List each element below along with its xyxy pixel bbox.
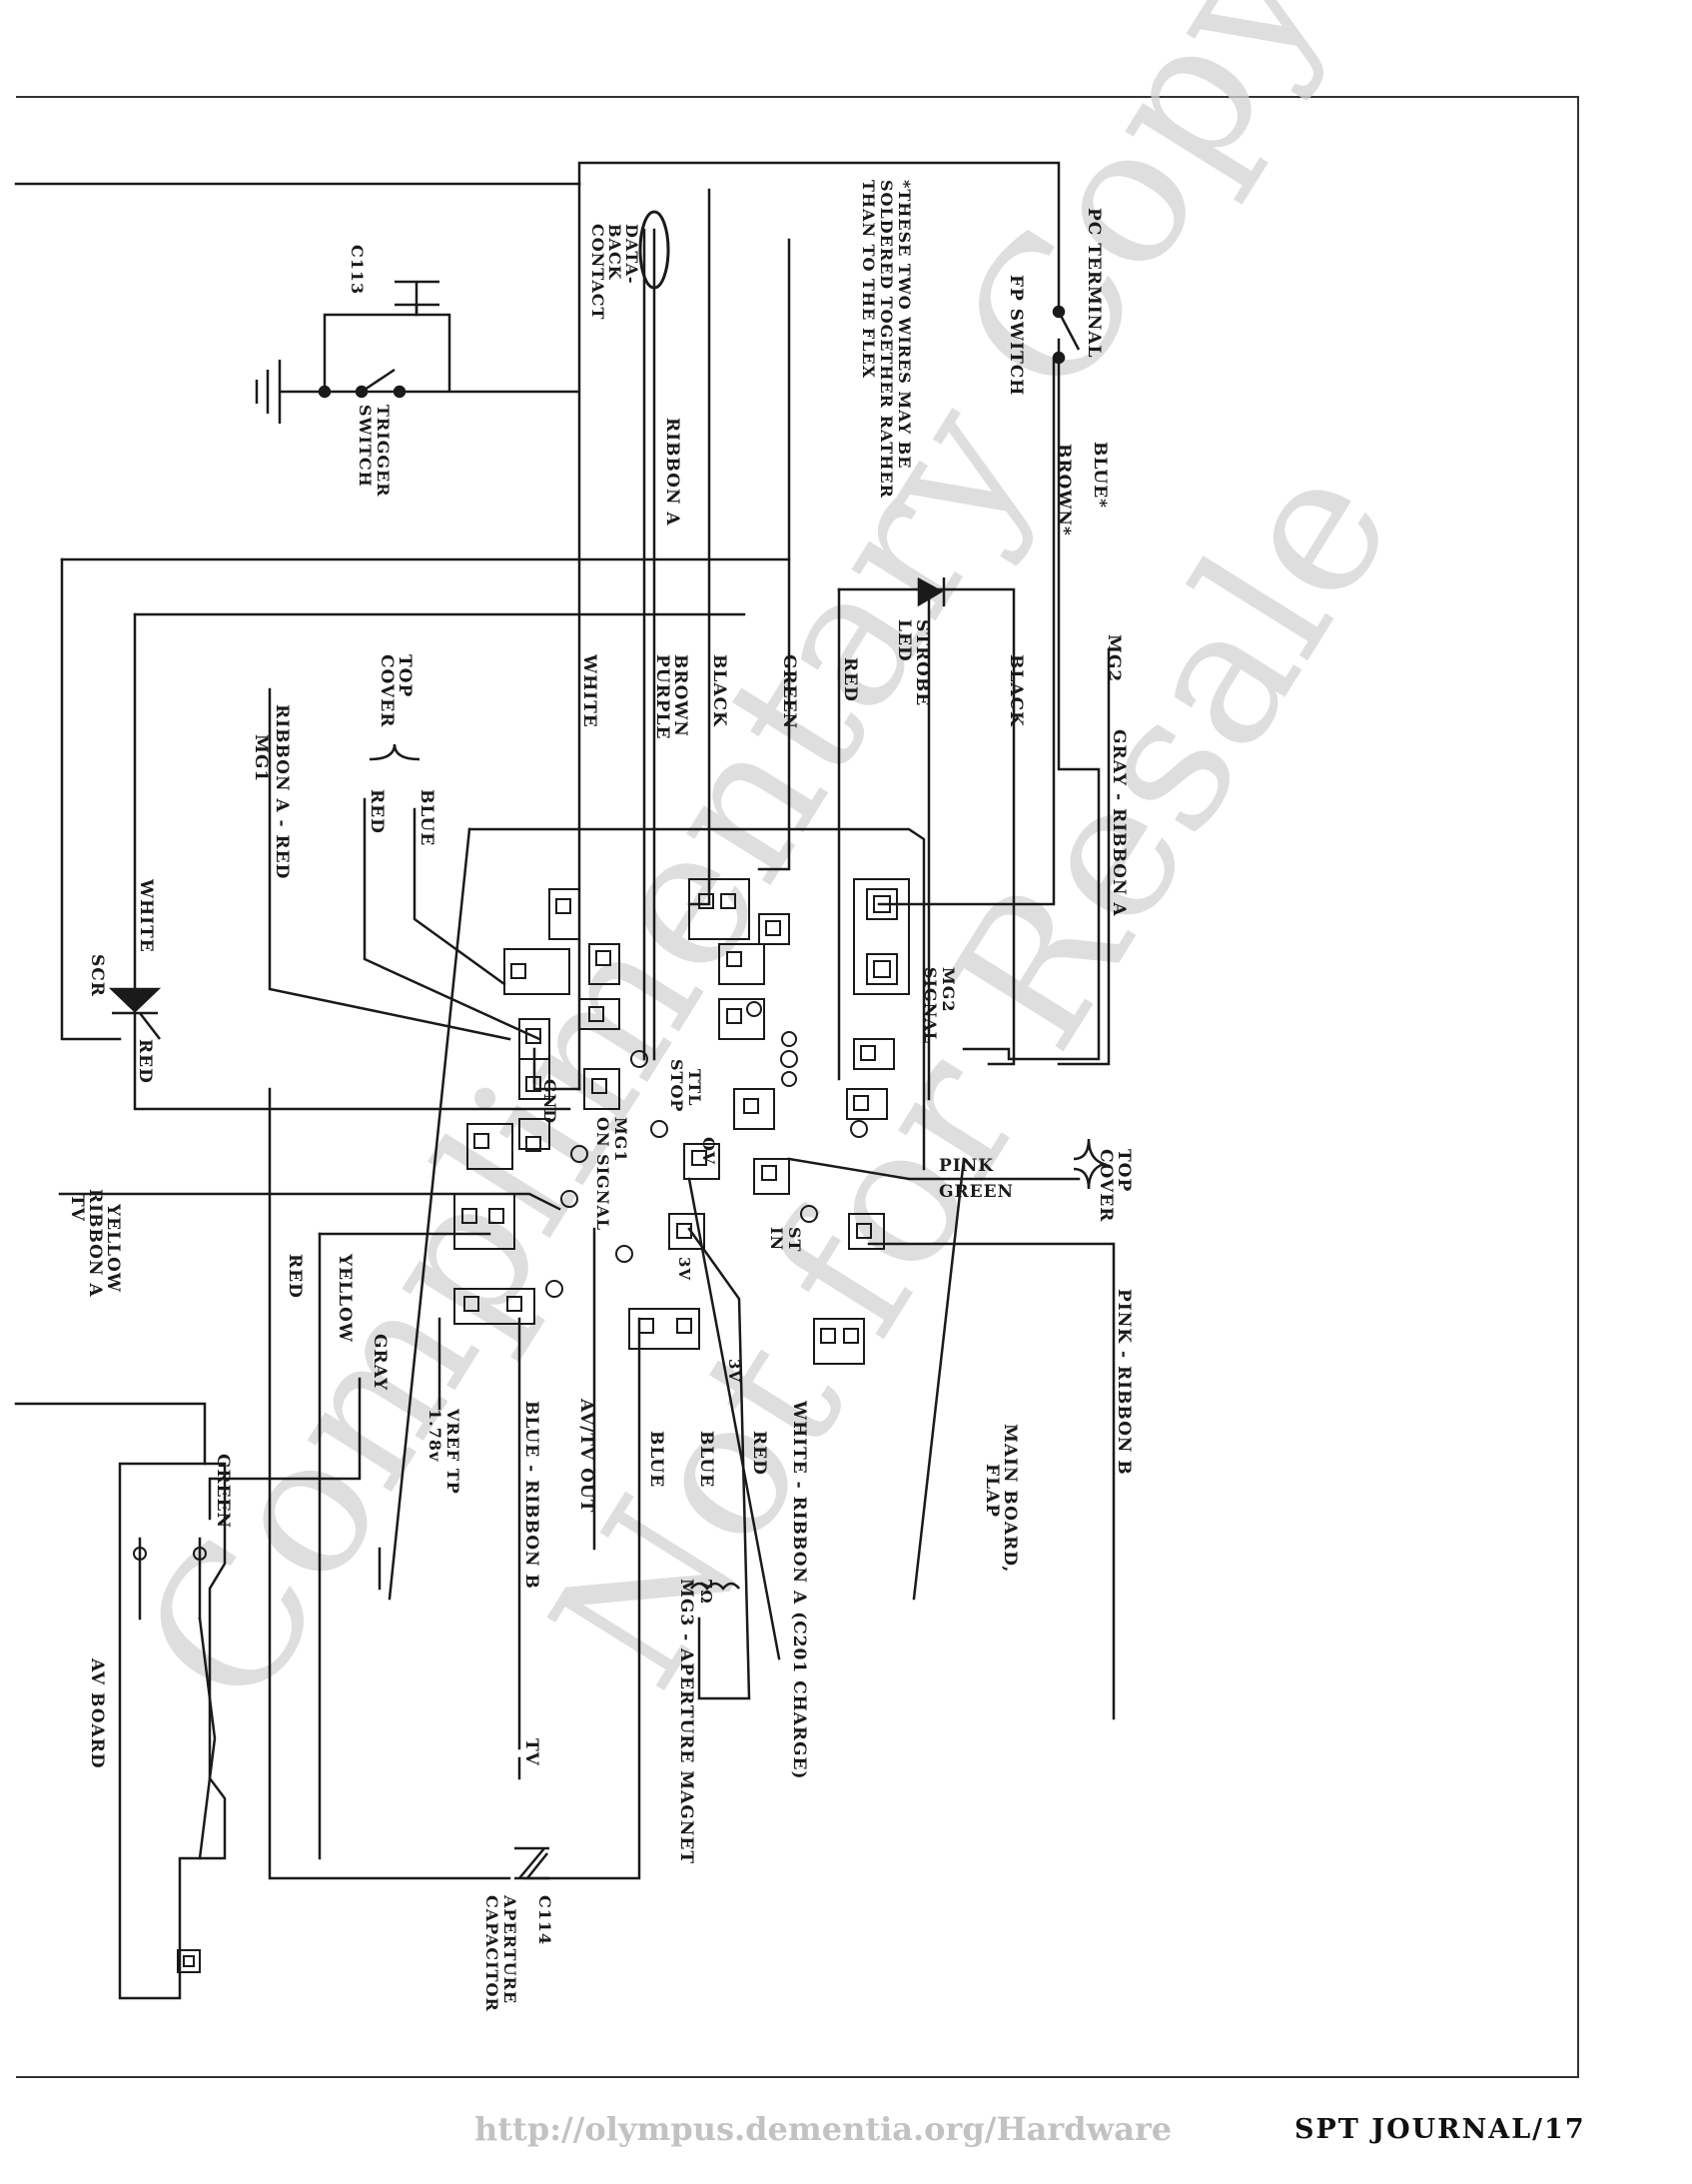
label-vref-2: 1.78v: [425, 1409, 444, 1462]
label-red-2: RED: [367, 789, 387, 834]
label-red-1: RED: [840, 657, 860, 702]
label-tv-1: TV: [67, 1194, 87, 1222]
label-white-ribbon-a: WHITE - RIBBON A (C201 CHARGE): [789, 1400, 809, 1780]
label-purple: PURPLE: [652, 654, 672, 739]
label-3v-b: 3V: [725, 1359, 743, 1383]
label-top-cover-1: TOP: [395, 654, 415, 697]
label-mg1-on-2: ON SIGNAL: [593, 1117, 612, 1231]
label-note-2: SOLDERED TOGETHER RATHER: [877, 180, 896, 499]
label-blue-star: BLUE*: [1090, 442, 1110, 509]
label-ttl-1: TTL: [685, 1069, 704, 1107]
label-vref-1: VREF TP: [443, 1408, 462, 1495]
label-yellow-2: YELLOW: [335, 1253, 355, 1343]
label-mg2-signal-1: MG2: [939, 967, 958, 1013]
fp-switch: [1052, 305, 1081, 365]
label-mg2: MG2: [1104, 634, 1124, 682]
board-vias: [133, 1001, 868, 1561]
label-data-back-3: CONTACT: [588, 224, 607, 320]
label-red-5: RED: [749, 1431, 769, 1476]
footer-journal-page: SPT JOURNAL/17: [1294, 2114, 1586, 2145]
label-c114: C114: [535, 1895, 554, 1945]
label-pc-terminal: PC TERMINAL: [1084, 208, 1104, 358]
label-pink: PINK: [939, 1156, 994, 1176]
label-brown: BROWN: [670, 654, 690, 737]
brace-left: [369, 743, 421, 761]
wires: [14, 161, 1116, 2000]
label-green-3: GREEN: [213, 1454, 233, 1529]
label-note-1: *THESE TWO WIRES MAY BE: [895, 180, 914, 469]
trigger-switch: [255, 360, 407, 424]
label-white-1: WHITE: [579, 653, 599, 728]
label-blue-2: BLUE: [646, 1431, 666, 1488]
label-black-1: BLACK: [1006, 654, 1026, 727]
label-pink-ribbon-b: PINK - RIBBON B: [1114, 1289, 1134, 1476]
label-yellow-1: YELLOW: [103, 1203, 123, 1293]
label-ribbon-a-2: RIBBON A: [85, 1189, 105, 1298]
capacitor-c113: [323, 280, 579, 394]
label-ribbon-a: RIBBON A: [662, 418, 682, 527]
label-mg3: MG3 - APERTURE MAGNET: [676, 1579, 696, 1864]
scr-diode: [108, 987, 162, 1040]
label-blue-1: BLUE: [417, 789, 436, 846]
label-red-3: RED: [135, 1039, 155, 1084]
label-trigger-2: SWITCH: [356, 405, 375, 488]
label-ohm: 7Ω: [697, 1579, 715, 1605]
label-strobe-2: LED: [894, 619, 914, 662]
label-ov: OV: [699, 1137, 718, 1165]
label-gray-ribbon-a: GRAY - RIBBON A: [1109, 729, 1129, 917]
data-back-contact: [638, 210, 670, 290]
label-c113: C113: [348, 245, 367, 295]
label-av-board: AV BOARD: [87, 1657, 107, 1769]
strobe-led: [917, 576, 946, 607]
label-gnd: GND: [540, 1079, 559, 1124]
mg3-coil: [690, 1582, 740, 1591]
label-scr: SCR: [87, 954, 107, 997]
label-top-cover-r1: TOP: [1114, 1149, 1134, 1192]
watermark: Complimentary Copy Not for Resale: [101, 0, 1434, 1742]
label-aperture-1: APERTURE: [500, 1894, 519, 2004]
board-pads: [177, 878, 910, 1973]
brace-right: [1073, 1138, 1108, 1190]
label-aperture-2: CAPACITOR: [482, 1895, 501, 2012]
label-mg1-on-1: MG1: [611, 1117, 630, 1163]
label-fp-switch: FP SWITCH: [1006, 275, 1026, 396]
label-3v-a: 3V: [675, 1257, 693, 1281]
label-trigger-1: TRIGGER: [374, 405, 393, 498]
label-red-4: RED: [285, 1254, 305, 1299]
components: [108, 210, 1108, 1973]
label-data-back-1: DATA-: [622, 224, 641, 285]
label-green-1: GREEN: [779, 654, 799, 729]
label-top-cover-2: COVER: [377, 654, 397, 727]
footer-url: http://olympus.dementia.org/Hardware: [474, 2110, 1173, 2148]
label-mg1: MG1: [251, 734, 271, 782]
label-av-tv-out: AV/TV OUT: [576, 1398, 596, 1513]
label-strobe-1: STROBE: [912, 619, 932, 706]
label-note-3: THAN TO THE FLEX: [859, 180, 878, 379]
label-green-2: GREEN: [939, 1182, 1014, 1202]
label-mg2-signal-2: SIGNAL: [921, 967, 940, 1044]
label-st-1: ST: [785, 1227, 804, 1252]
label-main-board-1: MAIN BOARD,: [1000, 1424, 1020, 1573]
label-top-cover-r2: COVER: [1096, 1149, 1116, 1222]
label-ribbon-a-red: RIBBON A - RED: [272, 704, 292, 879]
label-black-2: BLACK: [709, 654, 729, 727]
label-blue-ribbon-b: BLUE - RIBBON B: [521, 1401, 541, 1590]
page-frame: [16, 96, 1579, 2078]
label-white-2: WHITE: [136, 878, 156, 953]
label-blue-3: BLUE: [696, 1431, 716, 1488]
label-st-2: IN: [767, 1227, 786, 1251]
capacitor-c114: [514, 1846, 549, 1880]
label-gray: GRAY: [370, 1334, 390, 1391]
label-data-back-2: BACK: [605, 224, 624, 281]
label-tv-2: TV: [521, 1738, 541, 1766]
label-ttl-2: STOP: [667, 1059, 686, 1112]
labels: PC TERMINAL FP SWITCH BLUE* BROWN* *THES…: [67, 180, 1134, 2012]
label-brown-star: BROWN*: [1054, 444, 1074, 537]
label-main-board-2: FLAP: [982, 1464, 1002, 1518]
